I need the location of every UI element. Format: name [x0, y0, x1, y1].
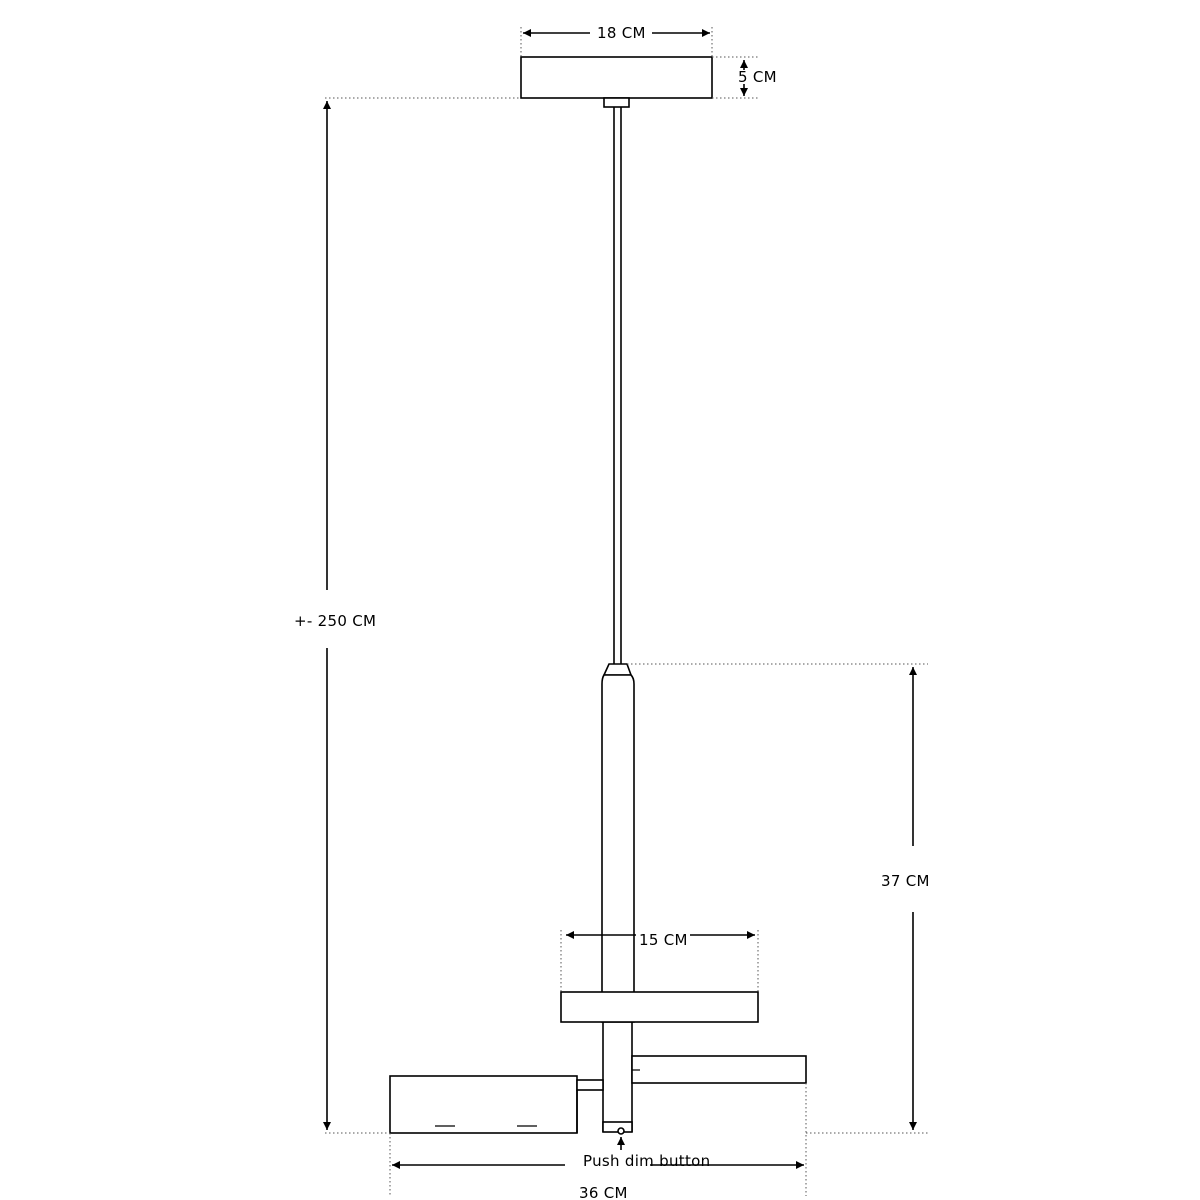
- dim-button-label: Push dim button: [583, 1152, 710, 1170]
- shade-width-label: 15 CM: [639, 931, 688, 949]
- overall-height-dimension: [323, 97, 521, 1134]
- suspension-rod: [613, 107, 622, 664]
- right-arm: [631, 1055, 807, 1084]
- canopy-width-label: 18 CM: [597, 24, 646, 42]
- canopy-connector: [603, 97, 630, 108]
- base-width-dimension: [389, 1083, 807, 1196]
- canopy-height-label: 5 CM: [738, 68, 777, 86]
- shade-width-dimension: [560, 930, 759, 992]
- lamp-body: [601, 663, 635, 1023]
- lower-stem: [602, 1022, 633, 1133]
- ceiling-canopy: [520, 56, 713, 108]
- canopy-height-dimension: [712, 56, 760, 99]
- dim-button: [617, 1127, 625, 1150]
- overall-height-label: +- 250 CM: [294, 612, 376, 630]
- base-width-label: 36 CM: [579, 1184, 628, 1200]
- body-height-label: 37 CM: [881, 872, 930, 890]
- body-height-dimension: [627, 663, 928, 1134]
- horizontal-shade: [560, 991, 759, 1023]
- left-arm: [389, 1075, 604, 1134]
- canopy-width-dimension: [520, 27, 713, 57]
